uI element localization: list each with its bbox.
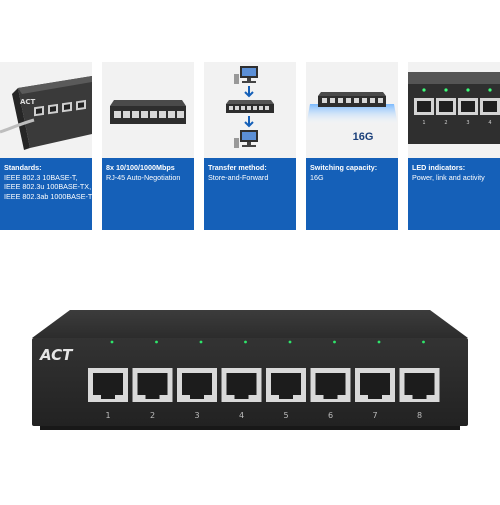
feature-caption: 8x 10/100/1000Mbps RJ-45 Auto-Negotiatio… — [102, 158, 194, 230]
port-number-label: 6 — [328, 411, 333, 420]
feature-title: Standards: — [4, 163, 42, 172]
capacity-label: 16G — [352, 131, 374, 143]
brand-logo: ACT — [39, 346, 74, 364]
port-number-label: 2 — [150, 411, 155, 420]
port-number-label: 2 — [444, 120, 447, 126]
feature-line: IEEE 802.3ab 1000BASE-T — [4, 191, 93, 201]
rj45-port — [177, 368, 217, 402]
feature-title: Switching capacity: — [310, 163, 378, 172]
rj45-port — [399, 368, 440, 402]
rj45-port — [355, 368, 395, 402]
computer-icon — [240, 130, 258, 147]
rj45-port — [88, 368, 128, 402]
port-number-label: 3 — [194, 411, 199, 420]
product-photo: ACT 1 2 3 4 5 6 7 8 — [0, 300, 500, 500]
led-indicator — [110, 340, 114, 344]
feature-card-transfer: Transfer method: Store-and-Forward — [204, 62, 296, 230]
port-number-label: 1 — [105, 411, 110, 420]
led-indicator-row — [110, 340, 425, 344]
feature-strip: ACT Standards: IEEE 802.3 10BASE-T, IEEE… — [0, 62, 500, 230]
feature-line: RJ-45 Auto-Negotiation — [106, 173, 181, 183]
feature-line: Store-and-Forward — [208, 173, 269, 183]
network-diagram-icon — [204, 62, 296, 158]
feature-caption: Transfer method: Store-and-Forward — [204, 158, 296, 230]
feature-title: Transfer method: — [208, 163, 267, 172]
port-number-label: 4 — [239, 411, 244, 420]
computer-icon — [240, 66, 258, 83]
led-indicator — [422, 340, 425, 344]
port-number-label: 3 — [466, 120, 469, 126]
switch-front-photo — [102, 62, 194, 158]
rj45-port — [221, 368, 262, 402]
feature-title: 8x 10/100/1000Mbps — [106, 163, 175, 172]
feature-card-leds: 1 2 3 4 LED indicators: Power, link and … — [408, 62, 500, 230]
port-row: 1 2 3 4 5 6 7 8 — [88, 368, 440, 420]
rj45-port — [266, 368, 306, 402]
port-number-label: 8 — [417, 411, 422, 420]
feature-card-capacity: 16G Switching capacity: 16G — [306, 62, 398, 230]
feature-caption: Standards: IEEE 802.3 10BASE-T, IEEE 802… — [0, 158, 92, 230]
port-number-label: 1 — [422, 120, 425, 126]
feature-line: Power, link and activity — [412, 173, 485, 183]
feature-line: 16G — [310, 173, 324, 183]
port-number-label: 4 — [488, 120, 491, 126]
port-number-label: 5 — [283, 411, 288, 420]
led-ports-closeup-photo: 1 2 3 4 — [408, 62, 500, 158]
led-indicator — [377, 340, 381, 344]
switch-closeup-photo: ACT — [0, 62, 92, 158]
rj45-port — [310, 368, 351, 402]
feature-title: LED indicators: — [412, 163, 466, 172]
feature-card-ports: 8x 10/100/1000Mbps RJ-45 Auto-Negotiatio… — [102, 62, 194, 230]
feature-caption: Switching capacity: 16G — [306, 158, 398, 230]
feature-line: IEEE 802.3 10BASE-T, — [4, 173, 78, 183]
switch-capacity-graphic: 16G — [306, 62, 398, 158]
rj45-port — [132, 368, 173, 402]
feature-line: IEEE 802.3u 100BASE-TX, — [4, 182, 92, 192]
led-indicator — [244, 340, 247, 344]
led-indicator — [333, 340, 336, 344]
led-indicator — [199, 340, 203, 344]
led-indicator — [155, 340, 158, 344]
brand-logo-small: ACT — [20, 98, 36, 106]
led-indicator — [288, 340, 292, 344]
feature-card-standards: ACT Standards: IEEE 802.3 10BASE-T, IEEE… — [0, 62, 92, 230]
feature-caption: LED indicators: Power, link and activity — [408, 158, 500, 230]
port-number-label: 7 — [372, 411, 377, 420]
